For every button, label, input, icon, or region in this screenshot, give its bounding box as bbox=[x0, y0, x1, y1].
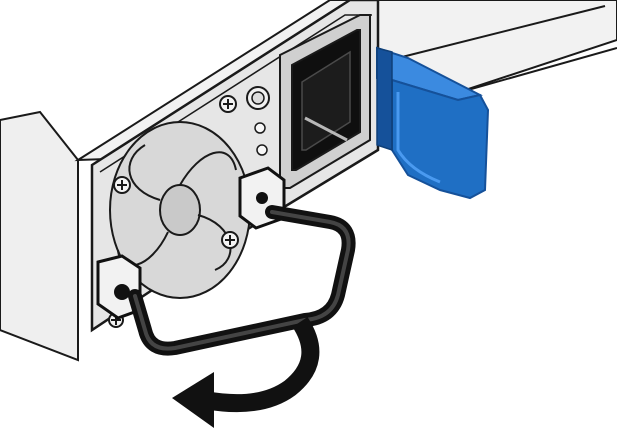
screw-icon bbox=[222, 232, 238, 248]
indicator-large-inner bbox=[252, 92, 264, 104]
fan-hub bbox=[160, 185, 200, 235]
handle-pivot-upper bbox=[256, 192, 268, 204]
handle-pivot-lower bbox=[114, 284, 130, 300]
indicator-led bbox=[257, 145, 267, 155]
latch-tab-side bbox=[377, 48, 392, 150]
rotate-arrow-head bbox=[172, 372, 214, 428]
indicator-led bbox=[255, 123, 265, 133]
chassis-side-panel bbox=[0, 112, 78, 360]
screw-icon bbox=[220, 96, 236, 112]
screw-icon bbox=[114, 177, 130, 193]
